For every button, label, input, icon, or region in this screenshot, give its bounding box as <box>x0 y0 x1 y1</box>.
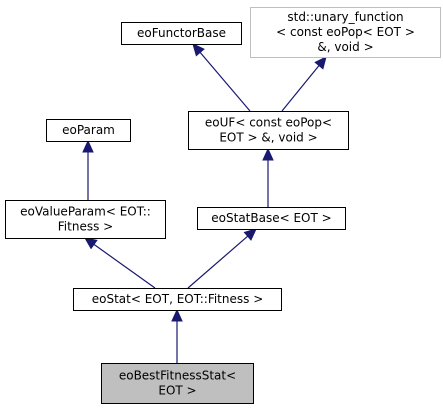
class-box <box>73 288 282 311</box>
edge-valueparam-to-param <box>82 139 94 200</box>
class-label-line: EOT > <box>158 384 196 398</box>
class-box <box>5 200 166 239</box>
edge-statbase-to-uf <box>262 147 274 207</box>
class-box <box>101 363 254 404</box>
class-node-eoStatBase[interactable]: eoStatBase< EOT > <box>197 207 346 230</box>
class-label-line: < const eoPop< EOT > <box>276 25 415 39</box>
edge-uf-to-functorbase <box>192 43 251 112</box>
edge-bestfitness-to-stat-arrowhead <box>171 308 183 322</box>
class-node-eoBestFitnessStat[interactable]: eoBestFitnessStat<EOT > <box>101 363 254 404</box>
edge-uf-to-unaryfunction-line <box>281 65 320 112</box>
class-box <box>188 111 349 150</box>
class-node-eoUF[interactable]: eoUF< const eoPop<EOT > &, void > <box>188 111 349 150</box>
class-label-line: eoStat< EOT, EOT::Fitness > <box>92 292 264 306</box>
class-label-line: eoUF< const eoPop< <box>205 116 332 130</box>
class-node-eoStat[interactable]: eoStat< EOT, EOT::Fitness > <box>73 288 282 311</box>
edge-stat-to-valueparam <box>84 237 156 289</box>
class-node-eoParam[interactable]: eoParam <box>46 119 131 142</box>
class-label-line: eoValueParam< EOT:: <box>20 205 151 219</box>
edge-stat-to-statbase <box>187 228 257 289</box>
edge-uf-to-unaryfunction <box>281 56 327 112</box>
edge-stat-to-valueparam-arrowhead <box>84 237 98 250</box>
class-box <box>121 22 242 45</box>
class-node-unary_function[interactable]: std::unary_function< const eoPop< EOT >&… <box>250 7 441 58</box>
edge-uf-to-functorbase-line <box>199 51 251 112</box>
class-box <box>197 207 346 230</box>
class-label-line: EOT > &, void > <box>219 131 317 145</box>
class-label-line: eoParam <box>62 123 115 137</box>
class-node-eoValueParam[interactable]: eoValueParam< EOT::Fitness > <box>5 200 166 239</box>
edge-bestfitness-to-stat <box>171 308 183 363</box>
class-label-line: eoFunctorBase <box>137 26 226 40</box>
edge-stat-to-statbase-line <box>187 235 249 289</box>
edge-uf-to-functorbase-arrowhead <box>192 43 205 57</box>
class-label-line: Fitness > <box>58 220 113 234</box>
class-label-line: eoBestFitnessStat< <box>119 369 236 383</box>
class-label-line: std::unary_function <box>287 10 403 24</box>
class-label-line: &, void > <box>317 40 373 54</box>
edge-statbase-to-uf-arrowhead <box>262 147 274 161</box>
class-node-eoFunctorBase[interactable]: eoFunctorBase <box>121 22 242 45</box>
edge-stat-to-valueparam-line <box>93 243 156 289</box>
class-label-line: eoStatBase< EOT > <box>211 211 331 225</box>
class-box <box>250 7 441 58</box>
edge-uf-to-unaryfunction-arrowhead <box>314 56 327 70</box>
class-box <box>46 119 131 142</box>
edge-stat-to-statbase-arrowhead <box>243 228 257 241</box>
edge-valueparam-to-param-arrowhead <box>82 139 94 153</box>
